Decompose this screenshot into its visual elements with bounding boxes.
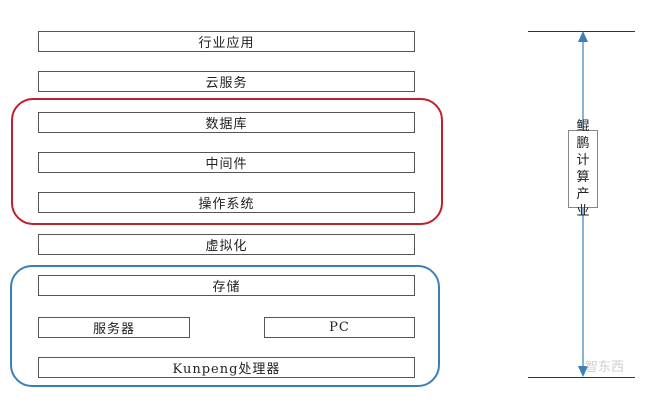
layer-storage: 存储 — [38, 275, 415, 296]
hardware-stack-group — [10, 265, 440, 387]
layer-middleware: 中间件 — [38, 152, 415, 173]
layer-cloud-services: 云服务 — [38, 71, 415, 92]
scope-arrowhead-top — [578, 31, 588, 42]
layer-processor: Kunpeng处理器 — [38, 357, 415, 378]
layer-pc: PC — [264, 317, 415, 338]
layer-database: 数据库 — [38, 112, 415, 133]
layer-virtualization: 虚拟化 — [38, 234, 415, 255]
kunpeng-industry-label: 鲲鹏计算产业 — [568, 119, 598, 219]
layer-server: 服务器 — [38, 317, 190, 338]
scope-bottom-line — [528, 377, 635, 378]
software-stack-group — [11, 98, 443, 225]
layer-industry-apps: 行业应用 — [38, 31, 415, 52]
layer-operating-system: 操作系统 — [38, 192, 415, 213]
scope-top-line — [528, 31, 635, 32]
kunpeng-industry-label-text: 鲲鹏计算产业 — [576, 119, 590, 219]
scope-arrowhead-bottom — [578, 366, 588, 377]
watermark: 智东西 — [585, 360, 625, 375]
